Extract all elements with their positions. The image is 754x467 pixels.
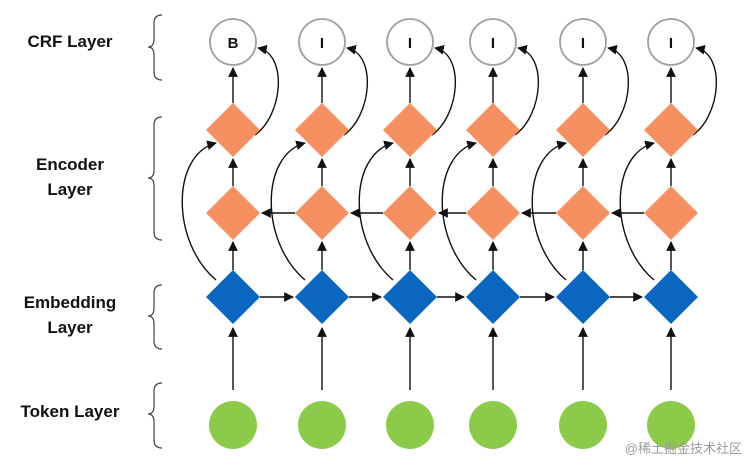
watermark: @稀土掘金技术社区 — [624, 441, 742, 456]
crf-layer-brace — [147, 14, 163, 81]
token-node — [469, 401, 517, 449]
encoder-backward-node — [556, 103, 610, 157]
encoder-backward-node — [295, 103, 349, 157]
embedding-node — [644, 270, 698, 324]
encoder-forward-node — [295, 186, 349, 240]
embedding-layer-brace — [147, 284, 163, 350]
encoder-to-crf-curved-arrow — [514, 44, 539, 136]
encoder-backward-node — [644, 103, 698, 157]
encoder-backward-node — [206, 103, 260, 157]
encoder-forward-node — [383, 186, 437, 240]
encoder-to-crf-curved-arrow — [604, 44, 629, 136]
encoder-layer-nodes — [206, 103, 698, 240]
crf-node — [469, 18, 517, 66]
embedding-layer-label-line: Embedding — [23, 293, 117, 312]
encoder-to-crf-curved-arrow — [431, 44, 456, 136]
encoder-layer-label: Encoder Layer — [10, 152, 130, 202]
crf-tag-label: B — [228, 35, 239, 52]
embedding-to-backward-encoder-arrow — [270, 140, 306, 281]
encoder-to-crf-curved-arrow — [254, 44, 279, 136]
token-node — [647, 401, 695, 449]
layer-braces — [147, 14, 163, 449]
embedding-node — [295, 270, 349, 324]
embedding-layer-label: Embedding Layer — [10, 290, 130, 340]
token-layer-brace — [147, 382, 163, 449]
crf-layer-label: CRF Layer — [10, 29, 130, 54]
encoder-to-crf-curved-arrow — [343, 44, 368, 136]
crf-tag-label: I — [491, 35, 495, 52]
crf-node — [298, 18, 346, 66]
crf-node — [209, 18, 257, 66]
encoder-forward-node — [644, 186, 698, 240]
encoder-backward-node — [466, 103, 520, 157]
token-layer-label-line: Token Layer — [20, 402, 120, 421]
embedding-to-backward-encoder-arrow — [181, 140, 217, 281]
encoder-forward-node — [556, 186, 610, 240]
token-node — [209, 401, 257, 449]
encoder-to-crf-curved-arrow — [692, 44, 717, 136]
encoder-layer-brace — [147, 116, 163, 241]
crf-tag-label: I — [408, 35, 412, 52]
encoder-layer-label-line: Encoder — [35, 155, 105, 174]
embedding-node — [466, 270, 520, 324]
crf-tag-label: I — [320, 35, 324, 52]
token-node — [298, 401, 346, 449]
token-node — [386, 401, 434, 449]
embedding-layer-nodes — [206, 270, 698, 324]
encoder-forward-node — [466, 186, 520, 240]
token-layer-nodes — [209, 401, 695, 449]
encoder-layer-label-line: Layer — [47, 180, 93, 199]
token-node — [559, 401, 607, 449]
token-layer-label: Token Layer — [10, 399, 130, 424]
embedding-to-backward-encoder-arrow — [531, 140, 567, 281]
connection-arrows — [181, 44, 717, 390]
embedding-to-backward-encoder-arrow — [441, 140, 477, 281]
crf-node — [386, 18, 434, 66]
crf-tag-label: I — [669, 35, 673, 52]
embedding-layer-label-line: Layer — [47, 318, 93, 337]
crf-tag-label: I — [581, 35, 585, 52]
encoder-forward-node — [206, 186, 260, 240]
encoder-backward-node — [383, 103, 437, 157]
embedding-node — [556, 270, 610, 324]
crf-layer-label-line: CRF Layer — [27, 32, 113, 51]
embedding-to-backward-encoder-arrow — [358, 140, 394, 281]
embedding-node — [383, 270, 437, 324]
embedding-node — [206, 270, 260, 324]
embedding-to-backward-encoder-arrow — [619, 140, 655, 281]
crf-node — [559, 18, 607, 66]
crf-node — [647, 18, 695, 66]
